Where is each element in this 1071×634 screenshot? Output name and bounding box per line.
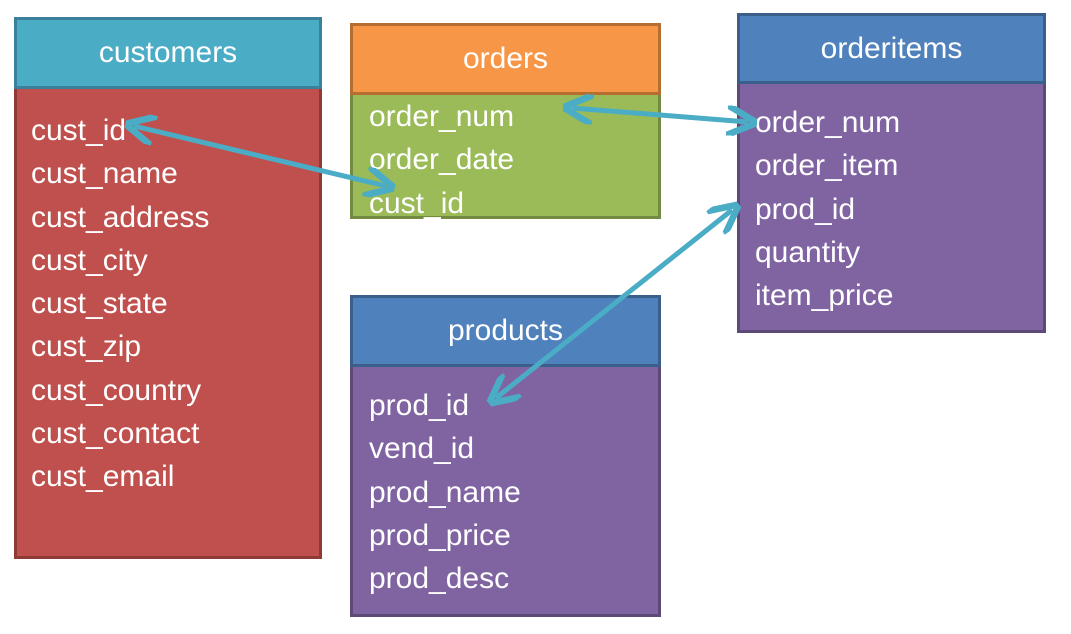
table-body-products: prod_id vend_id prod_name prod_price pro… [350, 367, 661, 617]
field-cust-contact: cust_contact [31, 417, 200, 451]
field-prod-desc: prod_desc [369, 562, 510, 596]
table-customers: customers cust_id cust_name cust_address… [14, 17, 322, 559]
table-body-customers: cust_id cust_name cust_address cust_city… [14, 89, 322, 559]
table-orders: orders order_num order_date cust_id [350, 23, 661, 220]
field-cust-city: cust_city [31, 243, 148, 277]
field-item-price: item_price [755, 279, 894, 313]
field-order-item: order_item [755, 149, 899, 183]
field-cust-email: cust_email [31, 460, 175, 494]
field-orderitems-order-num: order_num [755, 106, 901, 139]
field-order-date: order_date [369, 143, 515, 177]
field-vend-id: vend_id [369, 432, 475, 466]
table-products: products prod_id vend_id prod_name prod_… [350, 295, 661, 617]
table-header-orders: orders [350, 23, 661, 95]
field-cust-zip: cust_zip [31, 330, 142, 364]
field-cust-name: cust_name [31, 157, 178, 191]
field-cust-country: cust_country [31, 373, 202, 407]
table-body-orders: order_num order_date cust_id [350, 95, 661, 220]
table-header-customers: customers [14, 17, 322, 89]
table-header-products: products [350, 295, 661, 367]
field-order-num: order_num [369, 100, 515, 133]
field-cust-state: cust_state [31, 287, 168, 321]
field-orderitems-prod-id: prod_id [755, 192, 856, 226]
field-orders-cust-id: cust_id [369, 186, 465, 220]
field-prod-price: prod_price [369, 518, 511, 552]
table-header-orderitems: orderitems [737, 13, 1046, 84]
table-body-orderitems: order_num order_item prod_id quantity it… [737, 84, 1046, 333]
table-orderitems: orderitems order_num order_item prod_id … [737, 13, 1046, 333]
field-products-prod-id: prod_id [369, 389, 470, 422]
field-cust-id: cust_id [31, 114, 127, 147]
field-quantity: quantity [755, 235, 861, 269]
field-prod-name: prod_name [369, 475, 521, 509]
field-cust-address: cust_address [31, 200, 210, 234]
